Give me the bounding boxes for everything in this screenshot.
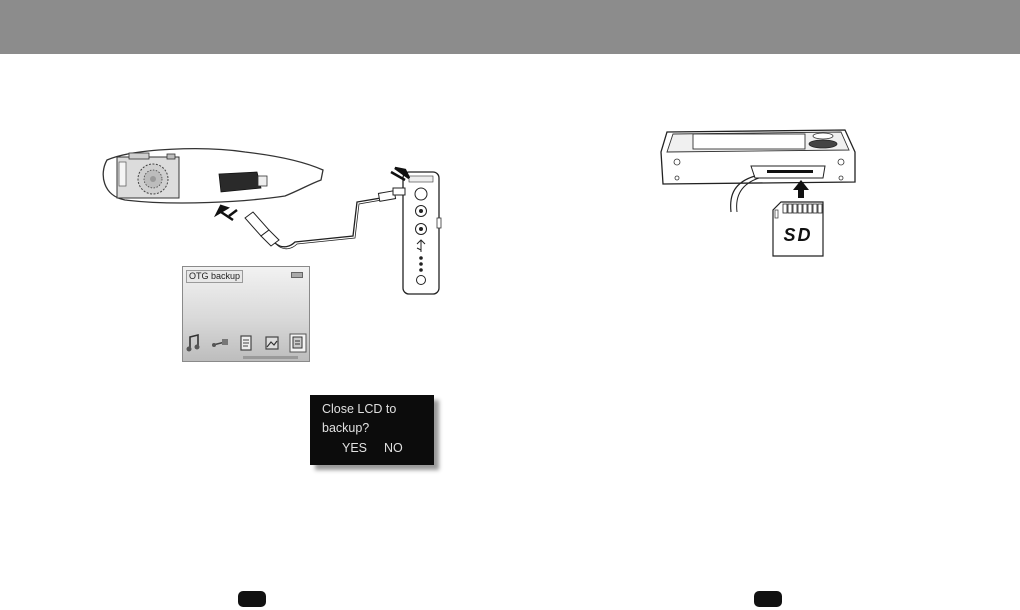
backup-confirm-dialog: Close LCD to backup? YES NO bbox=[310, 395, 434, 465]
page-number-badge-right bbox=[754, 591, 782, 607]
dialog-message-line2: backup? bbox=[322, 421, 369, 435]
yes-button[interactable]: YES bbox=[342, 441, 367, 455]
document-icon[interactable] bbox=[237, 333, 255, 353]
page-number-badge-left bbox=[238, 591, 266, 607]
lcd-scrollbar[interactable] bbox=[243, 356, 298, 359]
no-button[interactable]: NO bbox=[384, 441, 403, 455]
media-player-side-icon bbox=[391, 168, 441, 294]
backup-icon[interactable] bbox=[289, 333, 307, 353]
sd-card-icon: SD bbox=[773, 202, 823, 256]
usb-cable-icon bbox=[245, 191, 396, 249]
usb-icon[interactable] bbox=[211, 333, 229, 353]
lcd-screen-title: OTG backup bbox=[186, 270, 243, 283]
media-player-bottom-icon bbox=[661, 130, 855, 212]
lcd-screen: OTG backup bbox=[182, 266, 310, 362]
sd-card-label: SD bbox=[783, 225, 812, 245]
sd-card-insertion-illustration: SD bbox=[655, 122, 865, 262]
battery-icon bbox=[291, 272, 303, 278]
photo-icon[interactable] bbox=[263, 333, 281, 353]
dialog-message-line1: Close LCD to bbox=[322, 402, 396, 416]
page-header-bar bbox=[0, 0, 1020, 54]
arrow-icon bbox=[217, 206, 237, 220]
music-icon[interactable] bbox=[185, 333, 203, 353]
camera-icon bbox=[117, 153, 179, 198]
lcd-icon-bar bbox=[185, 329, 307, 353]
